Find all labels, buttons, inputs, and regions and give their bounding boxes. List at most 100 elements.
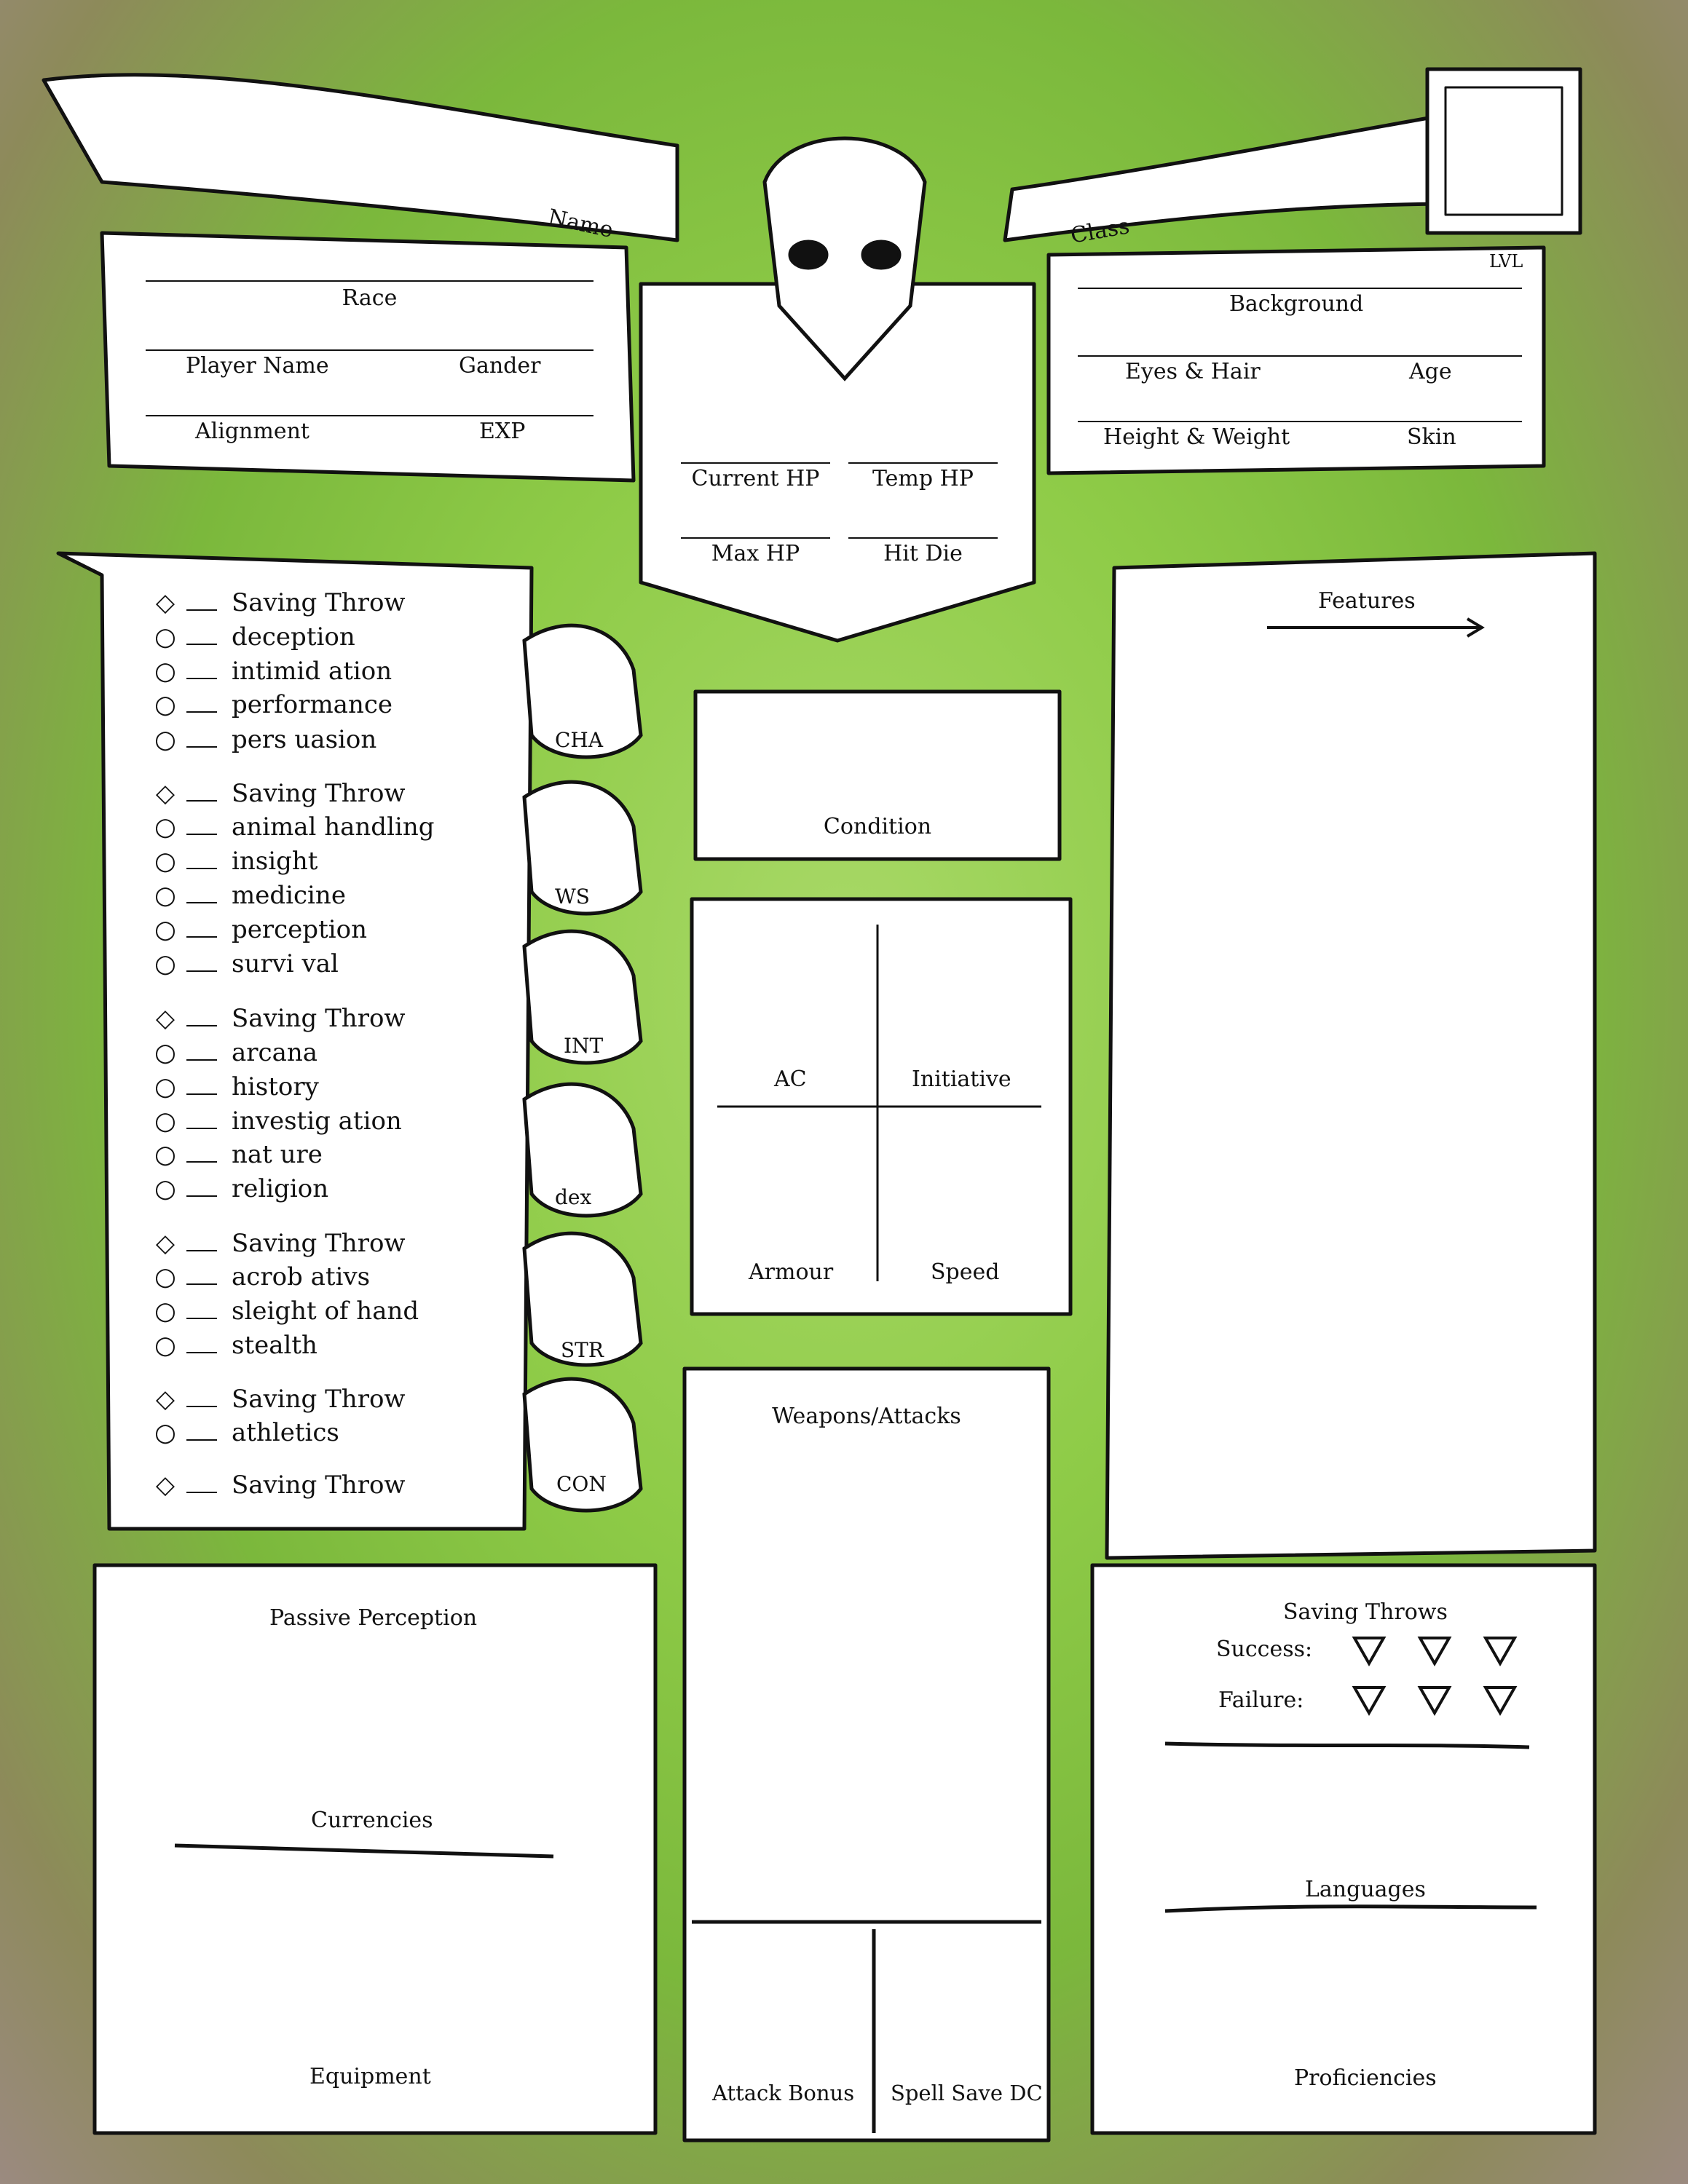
skill-modifier-blank[interactable] bbox=[186, 676, 217, 679]
skill-row[interactable]: ○perception bbox=[153, 915, 367, 944]
skill-row[interactable]: ○insight bbox=[153, 847, 318, 876]
skill-row[interactable]: ◇ Saving Throw bbox=[153, 1229, 406, 1258]
proficiency-circle-icon[interactable]: ○ bbox=[154, 690, 176, 719]
level-input[interactable] bbox=[1449, 91, 1558, 211]
background-line[interactable] bbox=[1078, 288, 1522, 289]
skill-label: Saving Throw bbox=[232, 1471, 406, 1500]
skill-modifier-blank[interactable] bbox=[186, 642, 217, 645]
eyes-hair-label: Eyes & Hair bbox=[1125, 359, 1261, 384]
level-label: LVL bbox=[1489, 251, 1523, 272]
skill-modifier-blank[interactable] bbox=[186, 832, 217, 835]
skill-row[interactable]: ◇ Saving Throw bbox=[153, 1471, 406, 1500]
temp-hp-line[interactable] bbox=[848, 462, 998, 464]
proficiency-circle-icon[interactable]: ○ bbox=[154, 1331, 176, 1360]
hit-die-line[interactable] bbox=[848, 537, 998, 539]
skill-row[interactable]: ○deception bbox=[153, 622, 355, 652]
skill-row[interactable]: ○ arcana bbox=[153, 1038, 318, 1067]
skill-modifier-blank[interactable] bbox=[186, 1058, 217, 1061]
exp-label: EXP bbox=[479, 419, 526, 444]
skill-label: Saving Throw bbox=[232, 1229, 406, 1258]
skill-row[interactable]: ○medicine bbox=[153, 881, 346, 910]
skill-label: arcana bbox=[232, 1038, 318, 1067]
proficiency-circle-icon[interactable]: ○ bbox=[154, 1072, 176, 1101]
skill-label: acrob ativs bbox=[232, 1262, 371, 1291]
skill-row[interactable]: ○survi val bbox=[153, 949, 339, 978]
proficiency-circle-icon[interactable]: ○ bbox=[154, 915, 176, 944]
skill-modifier-blank[interactable] bbox=[186, 1282, 217, 1285]
proficiency-diamond-icon[interactable]: ◇ bbox=[155, 1471, 175, 1500]
proficiency-circle-icon[interactable]: ○ bbox=[154, 725, 176, 754]
race-line[interactable] bbox=[146, 280, 593, 282]
skill-row[interactable]: ◇Saving Throw bbox=[153, 1004, 406, 1033]
proficiency-circle-icon[interactable]: ○ bbox=[154, 622, 176, 652]
skill-row[interactable]: ○nat ure bbox=[153, 1140, 323, 1169]
skill-row[interactable]: ○stealth bbox=[153, 1331, 318, 1360]
proficiency-circle-icon[interactable]: ○ bbox=[154, 1418, 176, 1447]
proficiency-circle-icon[interactable]: ○ bbox=[154, 949, 176, 978]
proficiency-circle-icon[interactable]: ○ bbox=[154, 1262, 176, 1291]
currencies-label: Currencies bbox=[311, 1808, 433, 1833]
skill-row[interactable]: ○athletics bbox=[153, 1418, 339, 1447]
proficiency-circle-icon[interactable]: ○ bbox=[154, 1107, 176, 1136]
skill-row[interactable]: ○ sleight of hand bbox=[153, 1297, 419, 1326]
skill-modifier-blank[interactable] bbox=[186, 1316, 217, 1319]
proficiency-diamond-icon[interactable]: ◇ bbox=[155, 1004, 175, 1033]
skill-row[interactable]: ○investig ation bbox=[153, 1107, 402, 1136]
player-gender-line[interactable] bbox=[146, 349, 593, 351]
proficiency-diamond-icon[interactable]: ◇ bbox=[155, 1385, 175, 1414]
skin-label: Skin bbox=[1407, 424, 1456, 450]
skill-modifier-blank[interactable] bbox=[186, 1249, 217, 1251]
skill-row[interactable]: ○intimid ation bbox=[153, 657, 392, 686]
skill-modifier-blank[interactable] bbox=[186, 1160, 217, 1163]
height-skin-line[interactable] bbox=[1078, 421, 1522, 422]
proficiency-circle-icon[interactable]: ○ bbox=[154, 657, 176, 686]
armour-label: Armour bbox=[749, 1259, 834, 1285]
proficiency-diamond-icon[interactable]: ◇ bbox=[155, 588, 175, 617]
skill-label: sleight of hand bbox=[232, 1297, 419, 1326]
skill-modifier-blank[interactable] bbox=[186, 1490, 217, 1493]
proficiency-diamond-icon[interactable]: ◇ bbox=[155, 779, 175, 808]
class-banner bbox=[1003, 107, 1480, 242]
weapons-label: Weapons/Attacks bbox=[772, 1404, 961, 1429]
current-hp-line[interactable] bbox=[681, 462, 830, 464]
skill-modifier-blank[interactable] bbox=[186, 608, 217, 611]
skill-row[interactable]: ◇Saving Throw bbox=[153, 779, 406, 808]
skill-row[interactable]: ◇Saving Throw bbox=[153, 588, 406, 617]
skill-modifier-blank[interactable] bbox=[186, 1194, 217, 1197]
skill-modifier-blank[interactable] bbox=[186, 969, 217, 972]
alignment-exp-line[interactable] bbox=[146, 415, 593, 416]
skill-modifier-blank[interactable] bbox=[186, 901, 217, 903]
skill-modifier-blank[interactable] bbox=[186, 1024, 217, 1026]
proficiency-circle-icon[interactable]: ○ bbox=[154, 812, 176, 842]
skill-modifier-blank[interactable] bbox=[186, 866, 217, 869]
proficiency-circle-icon[interactable]: ○ bbox=[154, 881, 176, 910]
eyes-age-line[interactable] bbox=[1078, 355, 1522, 357]
success-label: Success: bbox=[1216, 1637, 1313, 1662]
proficiency-circle-icon[interactable]: ○ bbox=[154, 1174, 176, 1203]
proficiency-circle-icon[interactable]: ○ bbox=[154, 847, 176, 876]
max-hp-line[interactable] bbox=[681, 537, 830, 539]
skill-row[interactable]: ○religion bbox=[153, 1174, 328, 1203]
skill-row[interactable]: ○ acrob ativs bbox=[153, 1262, 370, 1291]
proficiency-diamond-icon[interactable]: ◇ bbox=[155, 1229, 175, 1258]
skill-row[interactable]: ○animal handling bbox=[153, 812, 434, 842]
skill-modifier-blank[interactable] bbox=[186, 1092, 217, 1095]
proficiency-circle-icon[interactable]: ○ bbox=[154, 1297, 176, 1326]
proficiency-circle-icon[interactable]: ○ bbox=[154, 1038, 176, 1067]
level-box-inner bbox=[1444, 86, 1563, 216]
skill-modifier-blank[interactable] bbox=[186, 1438, 217, 1441]
skill-row[interactable]: ○history bbox=[153, 1072, 319, 1101]
skill-row[interactable]: ○performance bbox=[153, 690, 393, 719]
skill-modifier-blank[interactable] bbox=[186, 710, 217, 713]
skill-row[interactable]: ○pers uasion bbox=[153, 725, 376, 754]
skill-modifier-blank[interactable] bbox=[186, 1126, 217, 1129]
skill-row[interactable]: ◇Saving Throw bbox=[153, 1385, 406, 1414]
skill-modifier-blank[interactable] bbox=[186, 799, 217, 802]
skill-modifier-blank[interactable] bbox=[186, 1350, 217, 1353]
skill-modifier-blank[interactable] bbox=[186, 935, 217, 938]
features-textarea[interactable] bbox=[1136, 641, 1573, 1529]
skill-modifier-blank[interactable] bbox=[186, 745, 217, 748]
proficiency-circle-icon[interactable]: ○ bbox=[154, 1140, 176, 1169]
skill-modifier-blank[interactable] bbox=[186, 1404, 217, 1407]
